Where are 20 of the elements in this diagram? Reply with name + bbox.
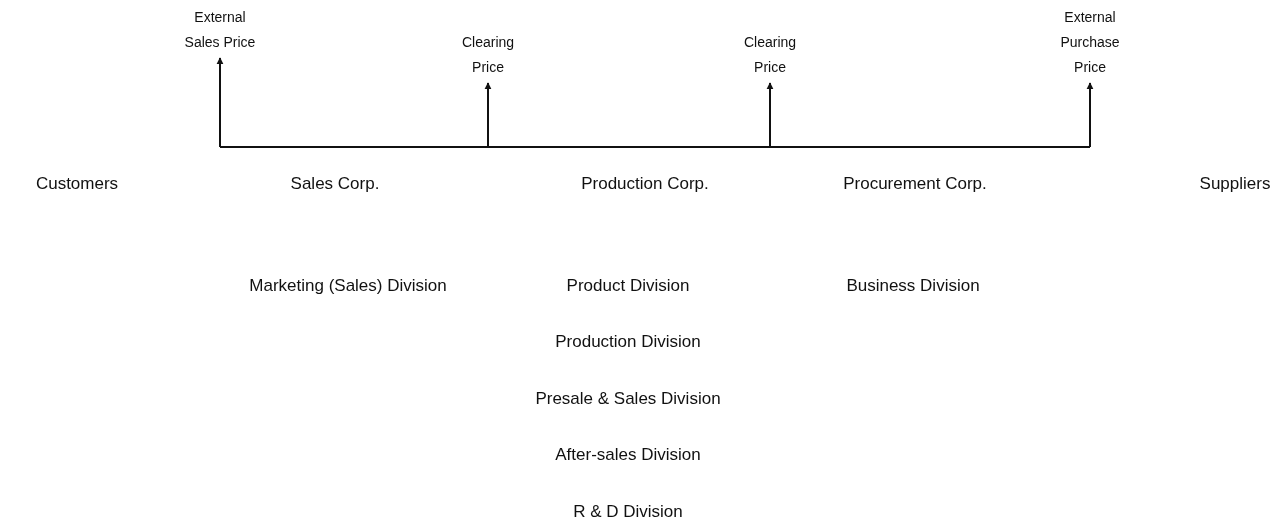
- unit-label: Product Division: [565, 275, 691, 297]
- unit-label: Business Division: [845, 275, 981, 297]
- unit-label: Production Corp.: [580, 173, 710, 195]
- price-label: External Sales Price: [180, 5, 260, 55]
- unit-label: Customers: [34, 173, 120, 195]
- unit-label: Production Division: [554, 331, 702, 353]
- unit-label: Procurement Corp.: [842, 173, 988, 195]
- price-label: Clearing Price: [448, 30, 528, 80]
- arrow: [216, 57, 224, 148]
- unit-label: After-sales Division: [554, 444, 702, 466]
- unit-label: Presale & Sales Division: [534, 388, 722, 410]
- unit-label: Sales Corp.: [289, 173, 381, 195]
- arrow: [766, 82, 774, 148]
- price-label: External Purchase Price: [1050, 5, 1130, 80]
- arrow: [1086, 82, 1094, 148]
- unit-label: R & D Division: [572, 501, 684, 523]
- arrow: [484, 82, 492, 148]
- price-label: Clearing Price: [730, 30, 810, 80]
- unit-label: Marketing (Sales) Division: [248, 275, 448, 297]
- unit-label: Suppliers: [1198, 173, 1272, 195]
